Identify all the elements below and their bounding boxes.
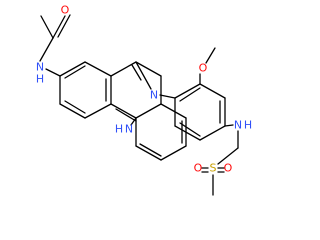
bond-8	[84, 103, 112, 119]
bond-27	[139, 143, 162, 157]
bond-18	[110, 103, 137, 119]
atom-h-amide: H	[36, 73, 44, 86]
bond-17	[135, 103, 162, 119]
bond-15	[135, 61, 162, 77]
bond-13	[64, 100, 86, 114]
bond-34	[199, 125, 226, 141]
bond-24	[135, 145, 162, 161]
bond-0	[39, 37, 54, 62]
bond-31	[174, 83, 201, 99]
bond-3	[40, 15, 54, 39]
bond-35	[174, 125, 201, 141]
bond-6	[84, 61, 112, 77]
bond-37	[179, 87, 201, 102]
bond-29	[131, 64, 142, 81]
atom-h-acridine: H	[115, 123, 123, 136]
atom-o-sulfonyl-left: O	[194, 162, 203, 175]
atom-n-amide: N	[36, 61, 44, 74]
bond-28	[135, 61, 152, 90]
atom-o-acetyl: O	[61, 4, 70, 17]
bond-44	[217, 147, 239, 165]
bond-2	[57, 14, 71, 38]
bond-5	[59, 61, 86, 77]
bond-20	[115, 108, 137, 122]
atom-h-sulfonamide: H	[244, 119, 252, 132]
atom-o-methoxy: O	[199, 62, 208, 75]
bond-21	[160, 103, 187, 119]
bond-1	[52, 15, 66, 39]
bond-19	[130, 117, 137, 126]
bond-lines	[39, 14, 239, 196]
bond-30	[159, 94, 176, 99]
bond-41	[205, 47, 216, 64]
bond-9	[59, 103, 86, 119]
atom-n-imine: N	[150, 89, 158, 102]
bond-23	[160, 145, 187, 161]
bond-14	[110, 61, 137, 77]
atom-s-sulfonyl: S	[210, 162, 217, 175]
bond-4	[45, 68, 61, 77]
bond-42	[224, 124, 234, 127]
atom-labels: O N H N H N O N H S O O	[36, 4, 252, 175]
molecule-structure-diagram: O N H N H N O N H S O O	[36, 4, 252, 196]
bond-32	[199, 83, 226, 99]
atom-o-sulfonyl-right: O	[224, 162, 233, 175]
bond-11	[64, 65, 86, 79]
atom-n-acridine: N	[125, 123, 133, 136]
bond-39	[179, 122, 201, 137]
atom-n-sulfonamide: N	[234, 119, 242, 132]
